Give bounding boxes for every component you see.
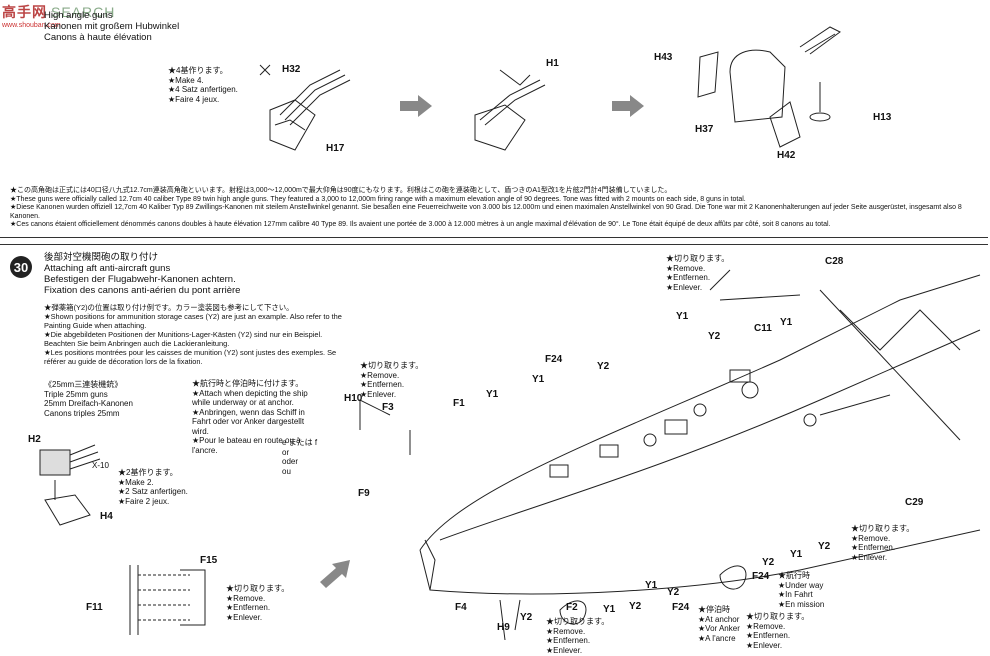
bracket-drawing [129, 565, 206, 635]
part-label-f2: F2 [566, 602, 578, 613]
step-number-badge: 30 [10, 256, 32, 278]
gun-shield-drawing [697, 26, 841, 148]
ship-stern-drawing [359, 269, 981, 641]
anchor-label: ★停泊時 ★At anchor ★Vor Anker ★A l'ancre [698, 605, 740, 643]
part-label-h10: H10 [344, 393, 363, 404]
part-label-y1: Y1 [603, 604, 616, 615]
part-label-f24: F24 [545, 354, 563, 365]
step30-panel [0, 244, 988, 655]
part-label-y1: Y1 [486, 389, 499, 400]
part-label-f11: F11 [86, 602, 103, 613]
part-label-h1: H1 [546, 58, 559, 69]
cut-note-right: ★切り取ります。 ★Remove. ★Entfernen. ★Enlever. [851, 524, 915, 562]
step30-header: 後部対空機関砲の取り付け Attaching aft anti-aircraft… [44, 252, 241, 296]
cut-note-bottom-right: ★切り取ります。 ★Remove. ★Entfernen. ★Enlever. [746, 612, 810, 650]
make2-note: ★2基作ります。 ★Make 2. ★2 Satz anfertigen. ★F… [118, 468, 188, 506]
part-label-h13: H13 [873, 112, 892, 123]
part-label-c28: C28 [825, 256, 844, 267]
underway-note: ★航行時と停泊時に付けます。 ★Attach when depicting th… [192, 379, 308, 455]
part-label-f15: F15 [200, 555, 218, 566]
gun-assembly-drawing-1 [259, 64, 351, 151]
cut-note-left: ★切り取ります。 ★Remove. ★Entfernen. ★Enlever. [360, 361, 424, 399]
part-label-y1: Y1 [532, 374, 545, 385]
part-label-f4: F4 [455, 602, 467, 613]
part-label-y2: Y2 [762, 557, 775, 568]
part-label-y1: Y1 [676, 311, 689, 322]
top-description: ★この高角砲は正式には40口径八九式12.7cm連装高角砲といいます。射程は3,… [10, 187, 962, 228]
part-label-y2: Y2 [629, 601, 642, 612]
cut-note-bracket: ★切り取ります。 ★Remove. ★Entfernen. ★Enlever. [226, 584, 290, 622]
part-label-f9: F9 [358, 488, 370, 499]
ammo-note: ★弾薬箱(Y2)の位置は取り付け例です。カラー塗装図も参考にして下さい。 ★Sh… [44, 303, 342, 366]
part-label-h42: H42 [777, 150, 796, 161]
underway-label: ★航行時 ★Under way ★In Fahrt ★En mission [778, 571, 825, 609]
cut-note-top: ★切り取ります。 ★Remove. ★Entfernen. ★Enlever. [666, 254, 730, 292]
part-label-h2: H2 [28, 434, 41, 445]
part-label-h17: H17 [326, 143, 345, 154]
part-label-y1: Y1 [790, 549, 803, 560]
part-label-f1: F1 [453, 398, 465, 409]
part-label-y2: Y2 [667, 587, 680, 598]
part-label-y2: Y2 [597, 361, 610, 372]
part-label-h43: H43 [654, 52, 673, 63]
part-label-y1: Y1 [780, 317, 793, 328]
part-label-y2: Y2 [708, 331, 721, 342]
part-label-h9: H9 [497, 622, 510, 633]
part-label-y1: Y1 [645, 580, 658, 591]
part-label-c29: C29 [905, 497, 924, 508]
part-label-f3: F3 [382, 402, 394, 413]
triple-gun-drawing [39, 444, 101, 526]
part-label-h32: H32 [282, 64, 301, 75]
option-note: e または f or oder ou [282, 438, 318, 476]
gun-assembly-drawing-2 [474, 69, 546, 151]
part-label-y2: Y2 [520, 612, 533, 623]
part-label-c11: C11 [754, 323, 772, 334]
top-header: High angle guns Kanonen mit großem Hubwi… [44, 10, 180, 43]
part-label-h4: H4 [100, 511, 113, 522]
part-label-y2: Y2 [818, 541, 831, 552]
part-label-h37: H37 [695, 124, 714, 135]
part-label-f24: F24 [752, 571, 770, 582]
part-label-f24: F24 [672, 602, 690, 613]
part-label-x10: X-10 [92, 461, 109, 470]
triple-guns-header: 《25mm三連装機銃》 Triple 25mm guns 25mm Dreifa… [44, 380, 133, 418]
top-panel [0, 0, 988, 238]
top-make-note: ★4基作ります。 ★Make 4. ★4 Satz anfertigen. ★F… [168, 66, 238, 104]
cut-note-bottom: ★切り取ります。 ★Remove. ★Entfernen. ★Enlever. [546, 617, 610, 655]
